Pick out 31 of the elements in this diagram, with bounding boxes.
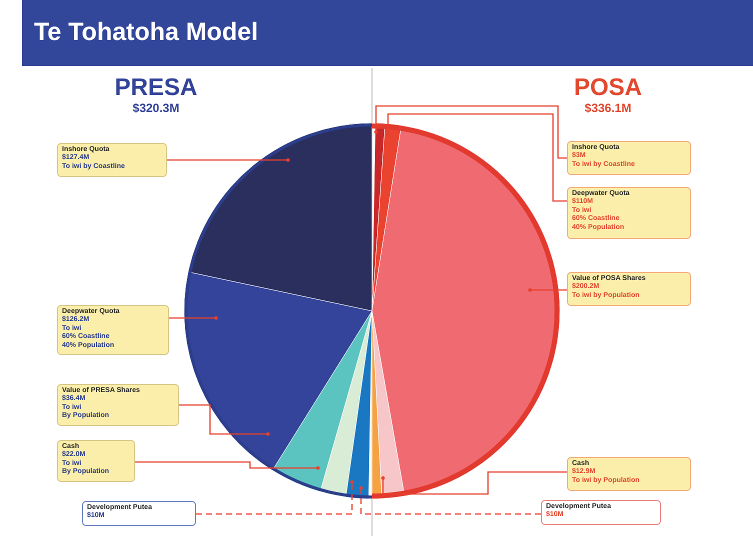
section-heading: PRESA [114,74,198,102]
title: Te Tohatoha Model [34,18,258,47]
leader-line [381,471,567,495]
pie-slice [372,310,405,499]
section-amount: $336.1M [584,101,632,115]
leader-line [386,113,567,202]
callout-box [567,457,691,491]
leader-line [359,486,541,515]
callout-box [541,500,661,525]
callout-box [57,384,179,426]
callout-box [567,272,691,306]
callout-box [57,143,167,177]
section-amount: $320.3M [132,101,180,115]
leader-line [167,158,290,162]
leader-line [196,480,354,515]
callout-box [57,440,135,482]
leader-line [169,316,218,320]
callout-box [57,305,169,355]
leader-line [528,288,567,292]
callout-box [567,141,691,175]
callout-box [82,501,196,526]
pie-slice [320,310,372,498]
callout-box [567,187,691,239]
section-heading: POSA [572,74,643,102]
leader-line [135,461,320,470]
leader-line [374,105,567,159]
pie-slice [272,310,372,492]
pie-slice [184,272,372,471]
leader-line [179,404,270,436]
pie-slice [188,122,372,312]
pie-slice [372,310,382,500]
